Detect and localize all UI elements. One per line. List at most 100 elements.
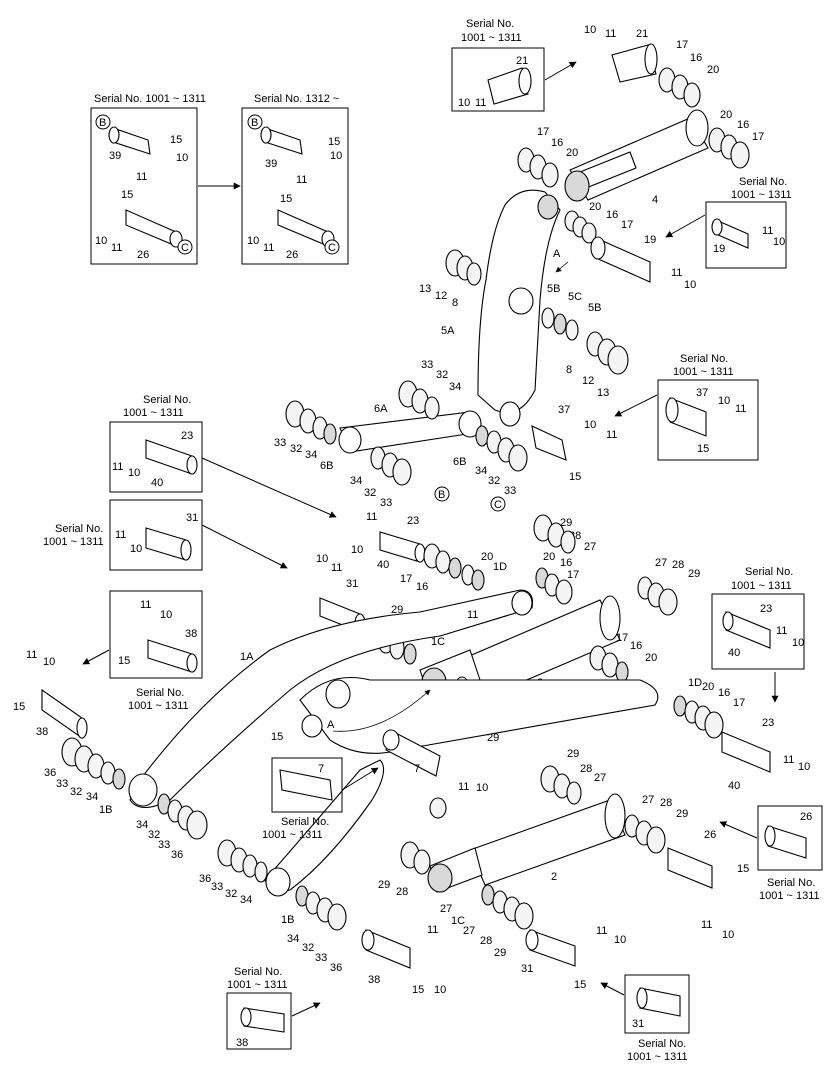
serial-label: 1001 ~ 1311 bbox=[731, 189, 792, 201]
link-6A: 6A 33 32 34 33 32 34 6B 34 32 33 B 6B 34… bbox=[274, 359, 617, 509]
part-label-29: 29 bbox=[487, 732, 499, 744]
part-label-20: 20 bbox=[720, 109, 732, 121]
part-label-10: 10 bbox=[128, 467, 140, 479]
part-label-20: 20 bbox=[645, 652, 657, 664]
arrow bbox=[291, 1002, 321, 1017]
part-label-31: 31 bbox=[186, 512, 198, 524]
ref-c: C bbox=[494, 499, 502, 511]
serial-label: 1001 ~ 1311 bbox=[673, 366, 734, 378]
part-label-32: 32 bbox=[225, 888, 237, 900]
part-label-26: 26 bbox=[704, 829, 716, 841]
part-label-11: 11 bbox=[605, 28, 616, 40]
part-label-17: 17 bbox=[733, 697, 745, 709]
part-label-10: 10 bbox=[176, 152, 188, 164]
part-label-15: 15 bbox=[271, 731, 283, 743]
arrow bbox=[614, 394, 658, 417]
pin-23-group: 11 23 10 40 20 1D 17 16 bbox=[351, 511, 507, 593]
boom-cylinder-4: 4 20 16 17 17 16 20 bbox=[517, 109, 764, 206]
serial-label: Serial No. bbox=[466, 18, 514, 30]
serial-label: 1001 ~ 1311 bbox=[262, 829, 323, 841]
part-label-20: 20 bbox=[589, 201, 601, 213]
part-label-23: 23 bbox=[760, 603, 772, 615]
part-label-20: 20 bbox=[707, 64, 719, 76]
part-label-15: 15 bbox=[574, 979, 586, 991]
part-label-16: 16 bbox=[630, 640, 642, 652]
part-label-11: 11 bbox=[111, 242, 122, 254]
part-label-12: 12 bbox=[582, 375, 594, 387]
part-label-11: 11 bbox=[115, 529, 126, 541]
arrow bbox=[600, 982, 625, 996]
part-label-11: 11 bbox=[671, 267, 682, 279]
ref-b: B bbox=[99, 117, 106, 129]
ref-a: A bbox=[553, 248, 561, 260]
part-label-10: 10 bbox=[584, 24, 596, 36]
part-label-1D: 1D bbox=[688, 677, 702, 689]
serial-label: 1001 ~ 1311 bbox=[123, 407, 184, 419]
part-label-26: 26 bbox=[137, 249, 149, 261]
part-label-6B: 6B bbox=[453, 456, 466, 468]
serial-label: 1001 ~ 1311 bbox=[627, 1051, 688, 1063]
part-label-32: 32 bbox=[148, 829, 160, 841]
part-label-15: 15 bbox=[280, 193, 292, 205]
part-label-7: 7 bbox=[318, 763, 324, 775]
serial-label: Serial No. bbox=[680, 353, 728, 365]
part-label-10: 10 bbox=[316, 553, 328, 565]
part-label-33: 33 bbox=[56, 778, 68, 790]
part-label-20: 20 bbox=[481, 551, 493, 563]
part-label-15: 15 bbox=[121, 189, 133, 201]
part-label-10: 10 bbox=[798, 761, 810, 773]
part-label-10: 10 bbox=[160, 609, 172, 621]
part-label-17: 17 bbox=[616, 632, 628, 644]
part-label-19: 19 bbox=[644, 234, 656, 246]
part-label-34: 34 bbox=[475, 465, 487, 477]
part-label-40: 40 bbox=[728, 780, 740, 792]
part-label-32: 32 bbox=[488, 475, 500, 487]
part-label-20: 20 bbox=[702, 681, 714, 693]
part-label-29: 29 bbox=[378, 879, 390, 891]
part-label-10: 10 bbox=[718, 395, 730, 407]
part-label-34: 34 bbox=[86, 791, 98, 803]
part-label-38: 38 bbox=[368, 974, 380, 986]
part-label-34: 34 bbox=[350, 475, 362, 487]
part-label-36: 36 bbox=[171, 849, 183, 861]
part-label-32: 32 bbox=[436, 369, 448, 381]
part-label-11: 11 bbox=[762, 225, 773, 237]
part-label-16: 16 bbox=[690, 52, 702, 64]
part-label-27: 27 bbox=[655, 557, 667, 569]
part-label-15: 15 bbox=[697, 443, 709, 455]
arrow bbox=[341, 767, 379, 791]
part-label-11: 11 bbox=[140, 599, 151, 611]
serial-label: 1001 ~ 1311 bbox=[43, 536, 104, 548]
part-label-8: 8 bbox=[566, 364, 572, 376]
part-label-16: 16 bbox=[737, 119, 749, 131]
part-label-36: 36 bbox=[44, 767, 56, 779]
part-label-10: 10 bbox=[684, 279, 696, 291]
part-label-32: 32 bbox=[70, 786, 82, 798]
part-label-11: 11 bbox=[467, 609, 478, 621]
part-label-10: 10 bbox=[584, 419, 596, 431]
part-label-36: 36 bbox=[199, 873, 211, 885]
serial-label: Serial No. bbox=[234, 966, 282, 978]
part-label-10: 10 bbox=[773, 236, 785, 248]
part-label-17: 17 bbox=[400, 573, 412, 585]
part-label-20: 20 bbox=[566, 147, 578, 159]
part-label-33: 33 bbox=[380, 497, 392, 509]
part-label-11: 11 bbox=[263, 242, 274, 254]
ref-c: C bbox=[181, 242, 189, 254]
part-label-28: 28 bbox=[672, 559, 684, 571]
part-label-10: 10 bbox=[434, 984, 446, 996]
serial-box-bottom-left-38: Serial No. 1001 ~ 1311 38 bbox=[226, 966, 292, 1050]
part-label-23: 23 bbox=[181, 430, 193, 442]
part-label-10: 10 bbox=[351, 544, 363, 556]
part-label-15: 15 bbox=[13, 701, 25, 713]
part-label-34: 34 bbox=[305, 449, 317, 461]
part-label-37: 37 bbox=[696, 387, 708, 399]
part-label-11: 11 bbox=[427, 924, 438, 936]
serial-box-top-center: Serial No. 1001 ~ 1311 21 10 11 bbox=[451, 18, 545, 112]
boom-5A: A 5A 5B 5C 5B 8 12 13 13 12 8 bbox=[419, 189, 629, 427]
serial-label: Serial No. 1312 ~ bbox=[254, 93, 339, 105]
part-label-31: 31 bbox=[632, 1018, 644, 1030]
serial-box-top-left-new: Serial No. 1312 ~ B 39 15 10 11 15 10 11… bbox=[241, 93, 349, 265]
part-label-11: 11 bbox=[458, 781, 469, 793]
part-label-27: 27 bbox=[440, 903, 452, 915]
